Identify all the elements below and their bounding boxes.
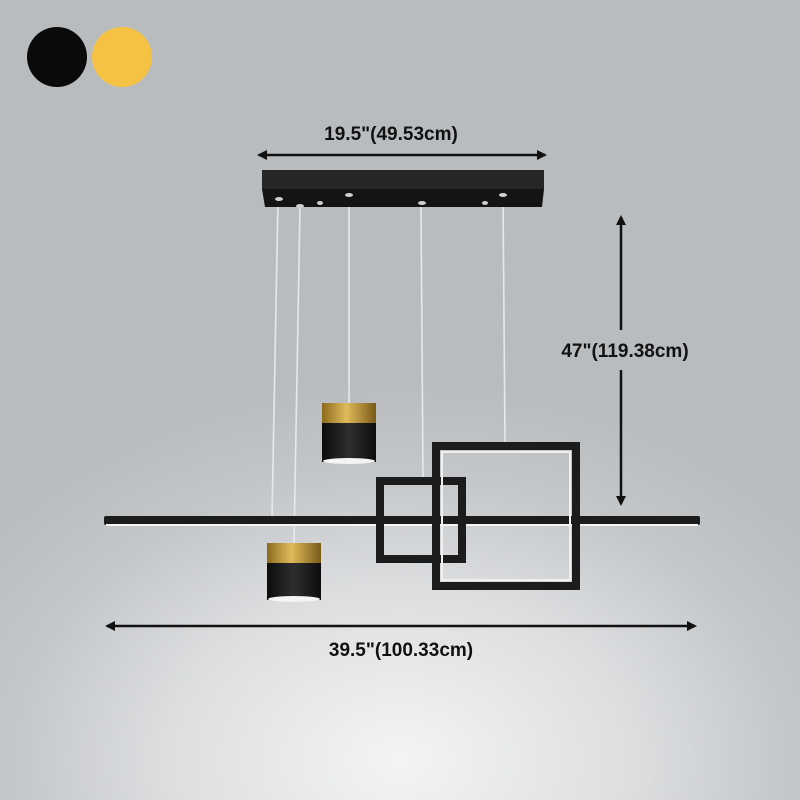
large-square-frame: [432, 442, 580, 590]
ceiling-canopy: [262, 170, 544, 208]
small-square-frame: [376, 477, 466, 563]
overall-width-label: 39.5"(100.33cm): [329, 640, 473, 661]
suspension-cables: [271, 195, 506, 544]
bar-light-strip: [106, 524, 698, 526]
canopy-width-label: 19.5"(49.53cm): [324, 124, 458, 145]
gold-color-swatch[interactable]: [92, 27, 152, 87]
linear-light-bar: [104, 516, 700, 525]
black-color-swatch[interactable]: [27, 27, 87, 87]
cylinder-pendant-upper: [322, 403, 376, 464]
cylinder-pendant-lower: [267, 543, 321, 602]
height-label: 47"(119.38cm): [561, 341, 688, 362]
square-light-strip: [441, 451, 571, 581]
